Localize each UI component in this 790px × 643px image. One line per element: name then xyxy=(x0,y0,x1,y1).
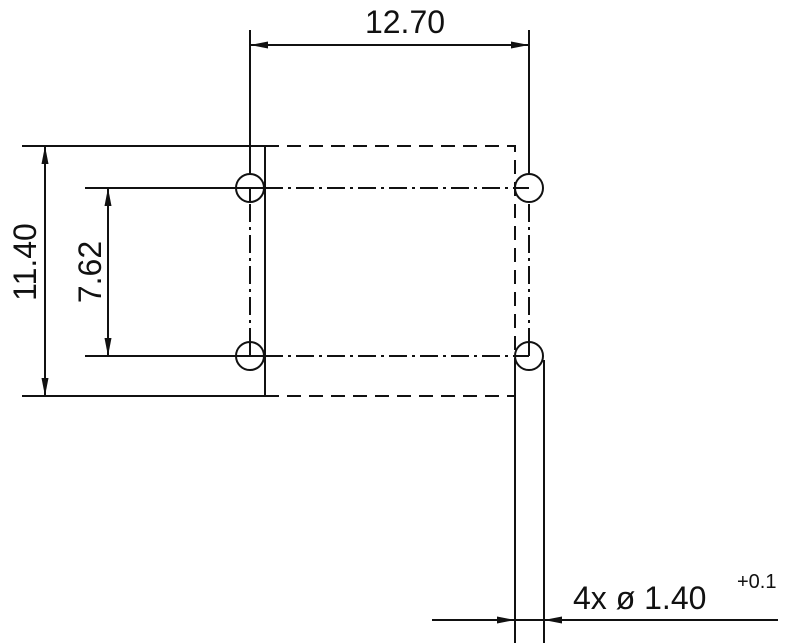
dimension-label-11-40: 11.40 xyxy=(7,223,43,301)
dimension-body-height: 11.40 xyxy=(7,146,49,396)
hole-tolerance-label: +0.1 xyxy=(737,571,776,593)
dimension-label-7-62: 7.62 xyxy=(72,241,108,303)
dimension-vertical-spacing: 7.62 xyxy=(72,187,236,357)
mounting-holes xyxy=(235,173,544,371)
dimension-hole-diameter: 4x ø 1.40 +0.1 xyxy=(432,360,778,643)
hole-callout-label: 4x ø 1.40 xyxy=(573,580,706,616)
dimension-label-12-70: 12.70 xyxy=(365,4,445,40)
center-lines xyxy=(249,187,530,357)
component-outline xyxy=(22,145,516,397)
dimension-horizontal-spacing: 12.70 xyxy=(249,4,530,174)
